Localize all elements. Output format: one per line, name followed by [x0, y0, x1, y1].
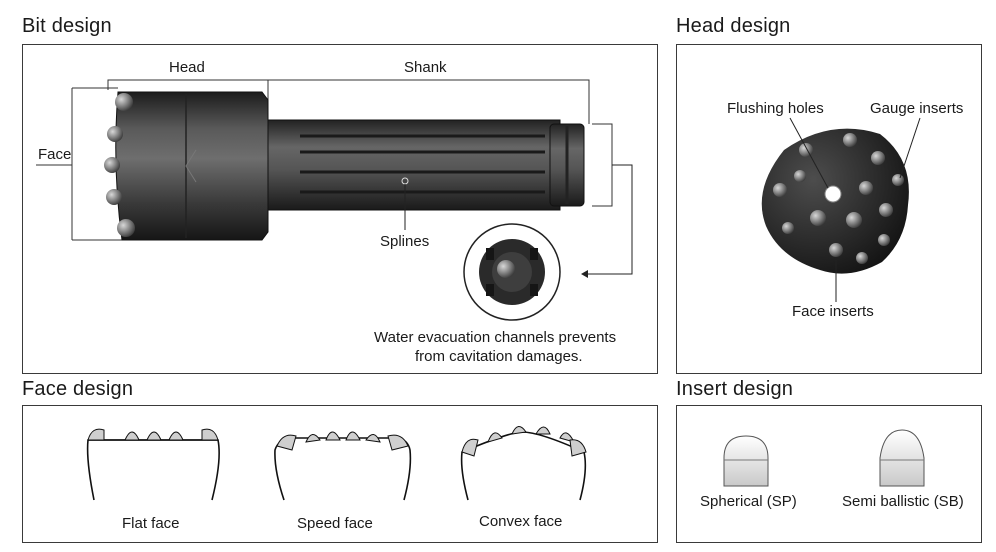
bit-drawing	[36, 79, 633, 321]
insert-design-title: Insert design	[676, 378, 794, 400]
shank-label: Shank	[404, 59, 447, 76]
spherical-insert-label: Spherical (SP)	[700, 493, 797, 510]
face-inserts-label: Face inserts	[792, 303, 874, 320]
head-label: Head	[169, 59, 205, 76]
face-buttons	[104, 93, 135, 237]
water-channels-caption-line2: from cavitation damages.	[415, 348, 583, 365]
speed-face-profile	[274, 431, 412, 501]
face-label: Face	[38, 146, 72, 163]
flat-face-label: Flat face	[122, 515, 180, 532]
face-design-title: Face design	[22, 378, 134, 400]
flushing-holes-label: Flushing holes	[727, 100, 824, 117]
face-design-panel	[22, 405, 658, 543]
convex-face-label: Convex face	[479, 513, 563, 530]
head-drawing	[761, 117, 921, 302]
spline-grooves	[300, 134, 545, 194]
bit-design-title: Bit design	[22, 15, 112, 37]
gauge-inserts-label: Gauge inserts	[870, 100, 964, 117]
head-buttons	[773, 133, 904, 264]
insert-shapes	[723, 429, 925, 487]
head-design-title: Head design	[676, 15, 791, 37]
face-profiles	[86, 426, 587, 501]
semi-ballistic-insert-label: Semi ballistic (SB)	[842, 493, 964, 510]
water-channels-caption-line1: Water evacuation channels prevents	[374, 329, 617, 346]
splines-label: Splines	[380, 233, 430, 250]
convex-face-profile	[460, 426, 587, 501]
speed-face-label: Speed face	[297, 515, 373, 532]
flat-face-profile	[86, 428, 220, 501]
